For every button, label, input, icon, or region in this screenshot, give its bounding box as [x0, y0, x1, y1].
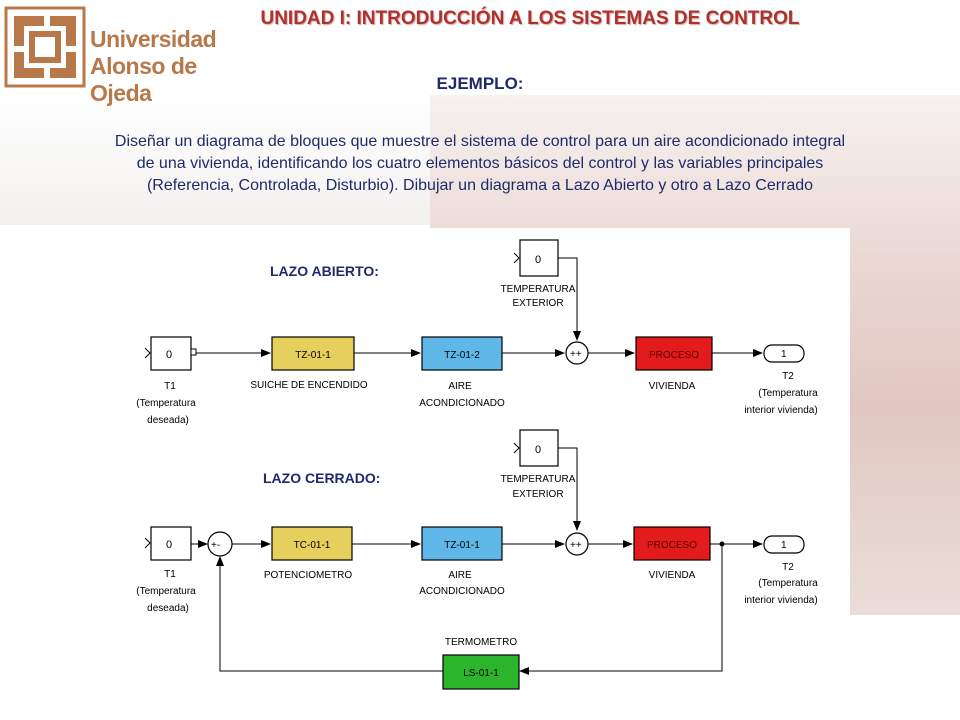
output-desc-line-2: interior vivienda) — [744, 405, 817, 416]
controller-tag: TC-01-1 — [294, 540, 331, 551]
process-block — [635, 336, 713, 371]
process-tag: PROCESO — [647, 540, 697, 551]
controller-name: SUICHE DE ENCENDIDO — [250, 380, 367, 391]
disturbance-value: 0 — [535, 444, 541, 456]
chevron-right-icon — [513, 442, 520, 454]
university-logo: Universidad Alonso de Ojeda — [4, 6, 217, 106]
logo-emblem-icon — [4, 6, 86, 88]
example-heading: EJEMPLO: — [436, 74, 524, 93]
actuator-tag: TZ-01-1 — [444, 540, 480, 551]
input-name: T1 — [164, 381, 176, 392]
disturbance-label-line-2: EXTERIOR — [512, 298, 563, 309]
actuator-name-line-1: AIRE — [448, 570, 472, 581]
statement-line: (Referencia, Controlada, Disturbio). Dib… — [146, 177, 814, 194]
input-value: 0 — [166, 539, 172, 551]
statement-line: Diseñar un diagrama de bloques que muest… — [114, 133, 846, 150]
output-name: T2 — [782, 562, 794, 573]
input-desc-line-1: (Temperatura — [136, 398, 196, 409]
output-desc-line-1: (Temperatura — [758, 388, 818, 399]
disturbance-label-line-1: TEMPERATURA — [501, 284, 576, 295]
input-desc-line-2: deseada) — [147, 603, 189, 614]
disturbance-block — [519, 429, 559, 467]
open-loop-label: LAZO ABIERTO: — [270, 263, 379, 279]
feedback-arrow — [519, 544, 723, 675]
actuator-name-line-1: AIRE — [448, 381, 472, 392]
diagram-panel — [118, 228, 850, 702]
sum-signs: ++ — [570, 540, 582, 551]
input-desc-line-2: deseada) — [147, 415, 189, 426]
output-port — [763, 535, 805, 554]
disturbance-label-line-2: EXTERIOR — [512, 489, 563, 500]
statement-line: de una vivienda, identificando los cuatr… — [136, 155, 824, 172]
actuator-name-line-2: ACONDICIONADO — [419, 586, 505, 597]
input-desc-line-1: (Temperatura — [136, 586, 196, 597]
actuator-block — [421, 336, 503, 371]
disturbance-label-line-1: TEMPERATURA — [501, 474, 576, 485]
output-value: 1 — [781, 540, 787, 551]
output-port — [763, 344, 805, 363]
chevron-right-icon — [513, 252, 520, 264]
output-desc-line-2: interior vivienda) — [744, 595, 817, 606]
open-loop-diagram: LAZO ABIERTO: 0 TEMPERATURA EXTERIOR 0 T… — [136, 239, 818, 426]
background-photo-left — [0, 95, 430, 225]
actuator-tag: TZ-01-2 — [444, 350, 480, 361]
disturbance-block — [519, 239, 559, 277]
disturbance-value: 0 — [535, 254, 541, 266]
controller-tag: TZ-01-1 — [295, 350, 331, 361]
closed-loop-label: LAZO CERRADO: — [263, 470, 380, 486]
sensor-tag: LS-01-1 — [463, 668, 499, 679]
slide-title: UNIDAD I: INTRODUCCIÓN A LOS SISTEMAS DE… — [260, 8, 800, 29]
output-name: T2 — [782, 371, 794, 382]
comparator-signs: +- — [211, 540, 220, 551]
feedback-arrow — [216, 556, 443, 672]
port-icon — [190, 348, 197, 356]
controller-block — [271, 336, 355, 371]
process-name: VIVIENDA — [649, 570, 696, 581]
output-desc-line-1: (Temperatura — [758, 578, 818, 589]
closed-loop-diagram: LAZO CERRADO: 0 TEMPERATURA EXTERIOR 0 T… — [136, 429, 818, 690]
input-value: 0 — [166, 349, 172, 361]
input-block — [150, 526, 192, 561]
sensor-block — [442, 654, 520, 690]
process-name: VIVIENDA — [649, 381, 696, 392]
chevron-right-icon — [144, 537, 151, 549]
problem-statement: Diseñar un diagrama de bloques que muest… — [20, 131, 940, 197]
controller-name: POTENCIOMETRO — [264, 570, 353, 581]
sum-signs: ++ — [570, 349, 582, 360]
process-tag: PROCESO — [649, 350, 699, 361]
logo-line-1: Universidad — [90, 26, 217, 52]
disturbance-arrow — [558, 257, 581, 341]
output-value: 1 — [781, 349, 787, 360]
input-block — [150, 336, 192, 371]
actuator-name-line-2: ACONDICIONADO — [419, 398, 505, 409]
process-block — [633, 526, 711, 561]
actuator-block — [421, 526, 503, 561]
input-name: T1 — [164, 569, 176, 580]
disturbance-arrow — [558, 447, 581, 531]
logo-line-2: Alonso de Ojeda — [90, 53, 197, 106]
sensor-name: TERMOMETRO — [445, 637, 517, 648]
chevron-right-icon — [144, 347, 151, 359]
